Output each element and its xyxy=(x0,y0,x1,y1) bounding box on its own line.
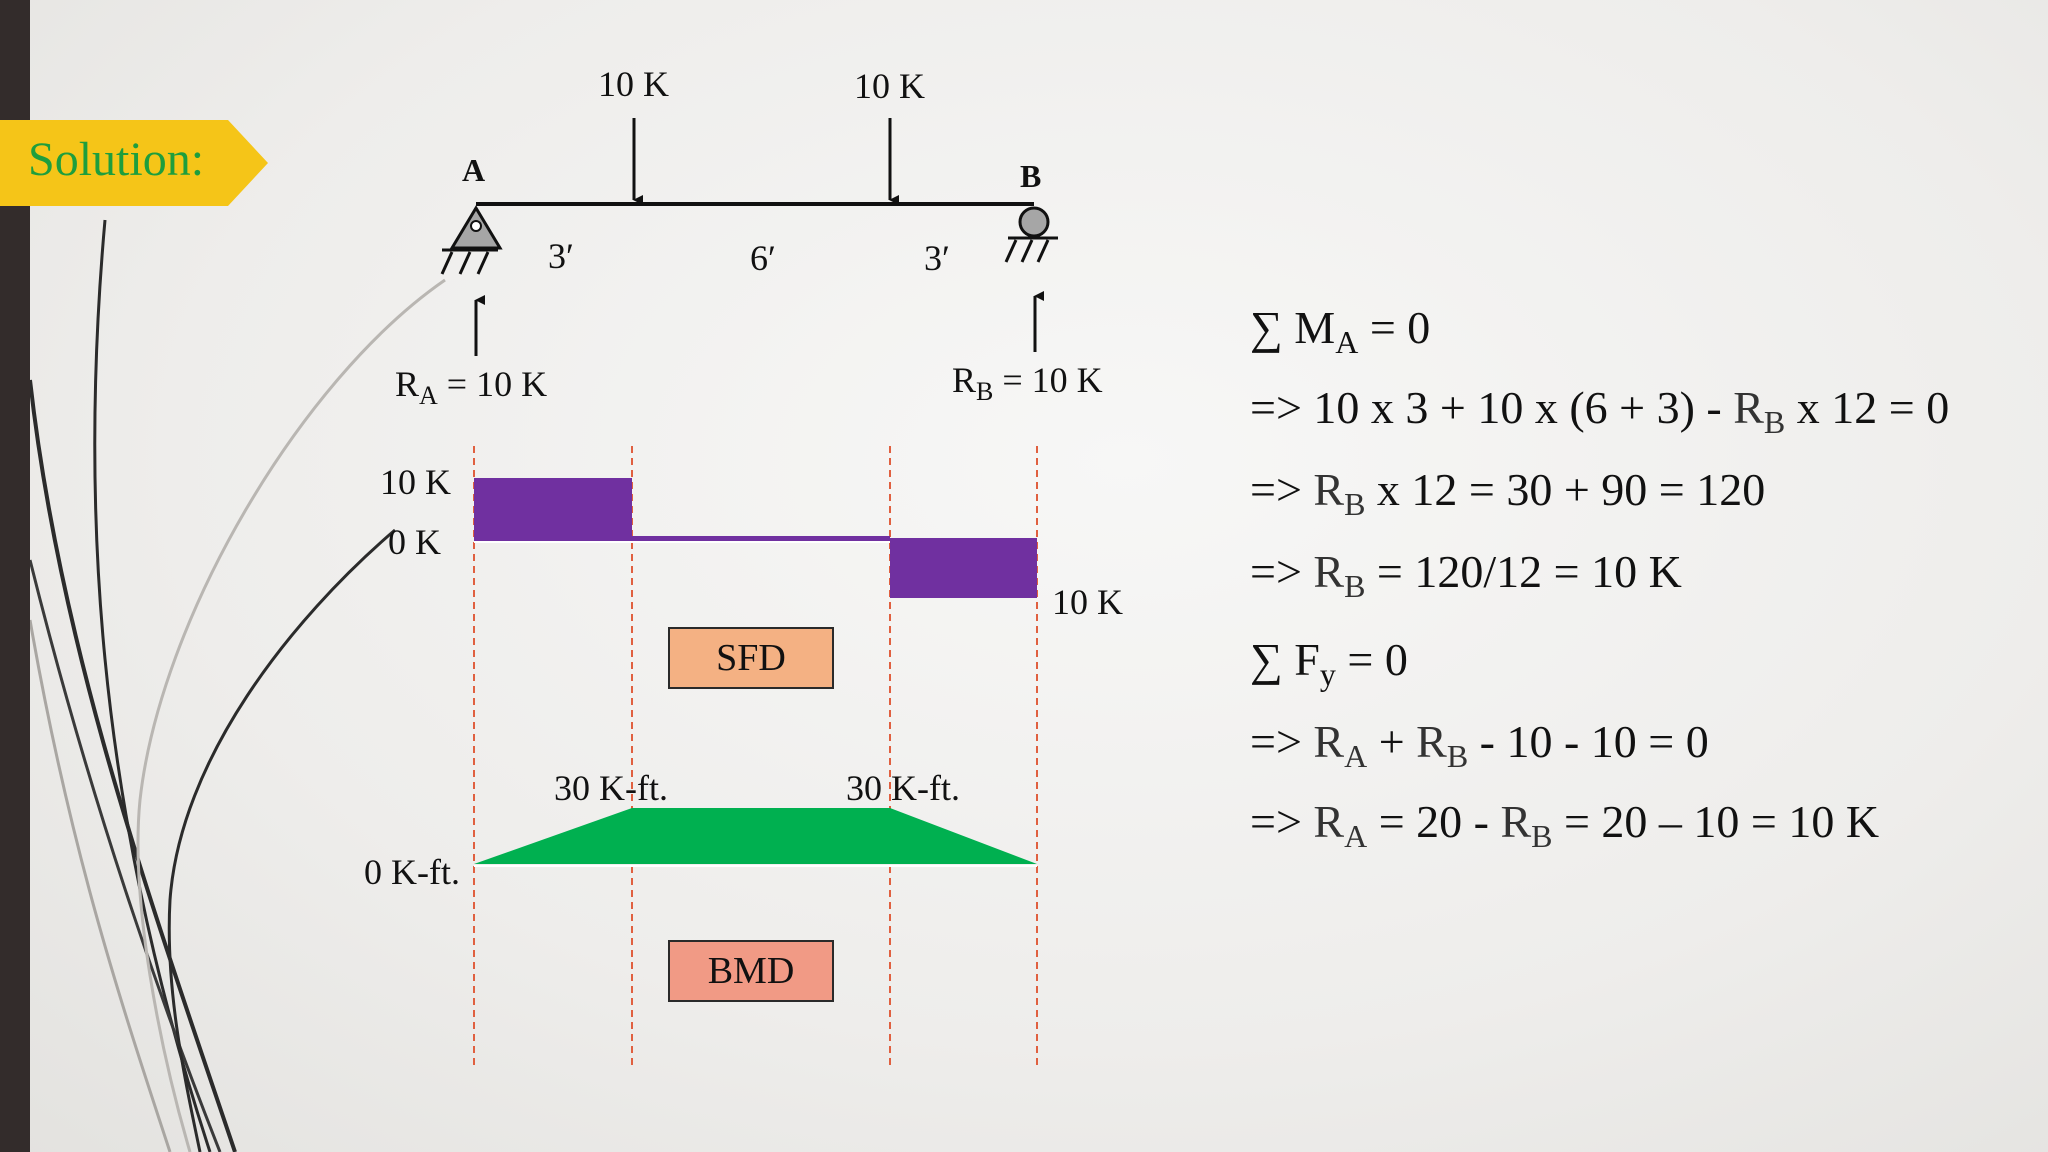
bending-moment-diagram xyxy=(474,808,1037,867)
sfd-top-label: 10 K xyxy=(380,462,451,502)
sfd-zero-label: 0 K xyxy=(388,522,441,562)
equation-rb-result: => RB = 120/12 = 10 K xyxy=(1250,546,1682,604)
equation-ra-result: => RA = 20 - RB = 20 – 10 = 10 K xyxy=(1250,796,1880,854)
span-2-label: 6′ xyxy=(750,238,776,278)
reaction-b-label: RB = 10 K xyxy=(952,360,1103,406)
load-1-label: 10 K xyxy=(598,64,669,104)
bmd-trapezoid xyxy=(474,808,1037,864)
sfd-negative-block xyxy=(890,538,1037,598)
load-2-label: 10 K xyxy=(854,66,925,106)
span-1-label: 3′ xyxy=(548,236,574,276)
reaction-a-label: RA = 10 K xyxy=(395,364,548,410)
sfd-positive-block xyxy=(474,478,632,539)
bmd-right-peak-label: 30 K-ft. xyxy=(846,768,960,808)
support-b-label: B xyxy=(1020,158,1042,194)
sfd-zero-band xyxy=(474,536,890,542)
span-3-label: 3′ xyxy=(924,238,950,278)
solution-heading: Solution: xyxy=(28,133,205,186)
support-a-label: A xyxy=(462,152,486,188)
shear-force-diagram xyxy=(474,478,1037,598)
sfd-bottom-label: 10 K xyxy=(1052,582,1123,622)
equation-moment-expanded: => 10 x 3 + 10 x (6 + 3) - RB x 12 = 0 xyxy=(1250,382,1950,440)
bmd-caption-box: BMD xyxy=(668,940,834,1002)
equation-forces-expanded: => RA + RB - 10 - 10 = 0 xyxy=(1250,716,1709,774)
equation-rb-times-12: => RB x 12 = 30 + 90 = 120 xyxy=(1250,464,1766,522)
pin-support-a xyxy=(440,205,503,275)
equation-force-sum: ∑ Fy = 0 xyxy=(1250,634,1408,692)
roller-support-b xyxy=(1004,206,1058,263)
bmd-zero-label: 0 K-ft. xyxy=(364,852,460,892)
sfd-caption-box: SFD xyxy=(668,627,834,689)
equation-moment-sum: ∑ MA = 0 xyxy=(1250,302,1431,360)
solution-tag xyxy=(0,120,268,206)
bmd-left-peak-label: 30 K-ft. xyxy=(554,768,668,808)
